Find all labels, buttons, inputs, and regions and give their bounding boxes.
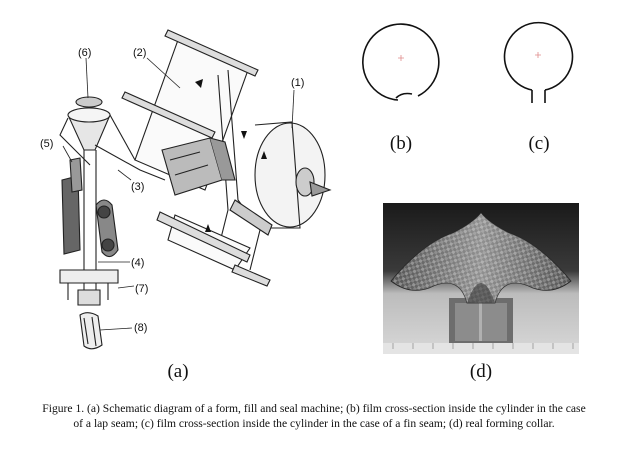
film-reel — [254, 122, 326, 228]
roller-bottom — [156, 211, 251, 263]
part-number-8: (8) — [134, 322, 147, 334]
part-number-6: (6) — [78, 47, 91, 59]
part-number-4: (4) — [131, 257, 144, 269]
schematic-diagram: (1) (2) (3) (4) (5) (6) (7) (8) — [40, 29, 332, 350]
panel-label-b: (b) — [389, 133, 413, 154]
panel-label-c: (c) — [528, 133, 550, 154]
arrow-icon — [195, 79, 203, 88]
forming-collar-photo — [383, 203, 579, 354]
panel-label-d: (d) — [469, 361, 493, 382]
lap-seam-cross-section — [362, 23, 440, 101]
arrow-icon — [261, 151, 267, 159]
longitudinal-sealer — [69, 157, 83, 193]
cross-sealer — [59, 269, 119, 284]
arrow-icon — [241, 131, 247, 139]
fin-seam-cross-section — [503, 21, 574, 103]
panel-label-a: (a) — [167, 361, 189, 382]
part-number-2: (2) — [133, 47, 146, 59]
part-number-5: (5) — [40, 138, 53, 150]
part-number-1: (1) — [291, 77, 304, 89]
part-number-3: (3) — [131, 181, 144, 193]
figure-caption: Figure 1. (a) Schematic diagram of a for… — [42, 402, 586, 430]
part-number-7: (7) — [135, 283, 148, 295]
roller-top-left — [164, 29, 259, 77]
bag — [79, 312, 103, 350]
arrow-icon — [205, 224, 211, 232]
